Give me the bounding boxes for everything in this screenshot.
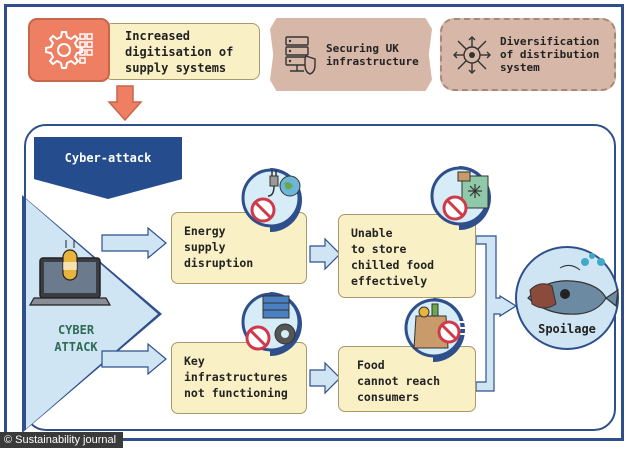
server-shield-icon xyxy=(285,35,316,75)
image-credit: © Sustainability journal xyxy=(0,432,124,448)
network-hub-icon xyxy=(453,35,491,74)
digitisation-label: Increased digitisation of supply systems xyxy=(125,28,234,75)
digitisation-icon-box xyxy=(28,18,110,82)
food-reach-label: Food cannot reach consumers xyxy=(357,358,441,404)
spoilage-label: Spoilage xyxy=(538,322,596,336)
circuit-gear-icon xyxy=(45,31,93,69)
cyber-attack-banner-title: Cyber-attack xyxy=(64,151,152,165)
chilled-food-label: Unable to store chilled food effectively xyxy=(351,226,435,288)
infrastructure-box: Key infrastructures not functioning xyxy=(171,342,307,414)
food-reach-box: Food cannot reach consumers xyxy=(338,346,476,412)
energy-disruption-label: Energy supply disruption xyxy=(184,224,254,270)
securing-infrastructure-box: Securing UK infrastructure xyxy=(270,18,432,91)
digitisation-box: Increased digitisation of supply systems xyxy=(104,23,260,80)
chilled-food-box: Unable to store chilled food effectively xyxy=(338,214,476,298)
securing-label: Securing UK infrastructure xyxy=(326,41,419,68)
energy-disruption-box: Energy supply disruption xyxy=(171,212,307,284)
cyber-attack-label: CYBER ATTACK xyxy=(54,323,98,354)
infrastructure-label: Key infrastructures not functioning xyxy=(184,354,288,400)
diversification-label: Diversification of distribution system xyxy=(500,35,600,74)
spoilage-circle: Spoilage xyxy=(515,246,619,350)
diversification-box: Diversification of distribution system xyxy=(440,18,616,91)
